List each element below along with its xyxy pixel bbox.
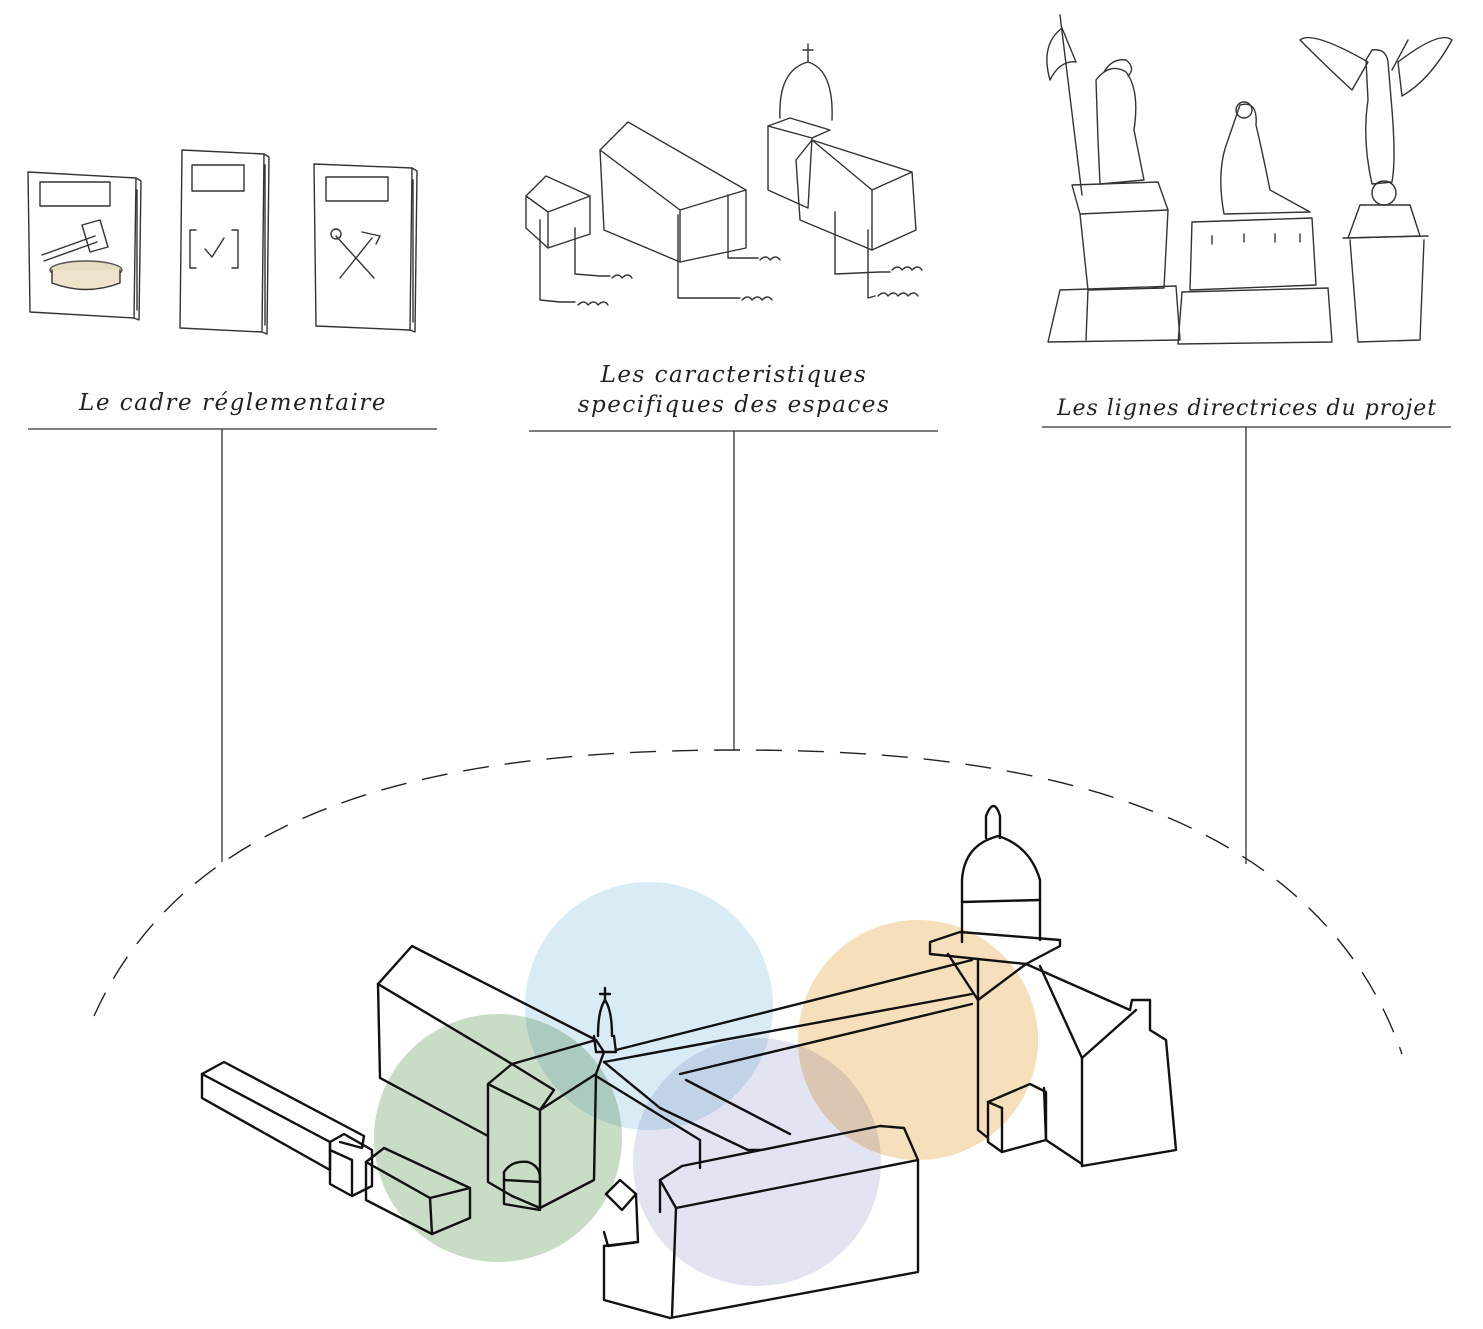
statues-sketch-icon <box>1047 15 1452 344</box>
tools-book-icon <box>314 164 417 332</box>
checklist-book-icon <box>180 150 269 334</box>
buildings-sketch-icon <box>526 44 922 305</box>
law-book-icon <box>28 172 141 320</box>
